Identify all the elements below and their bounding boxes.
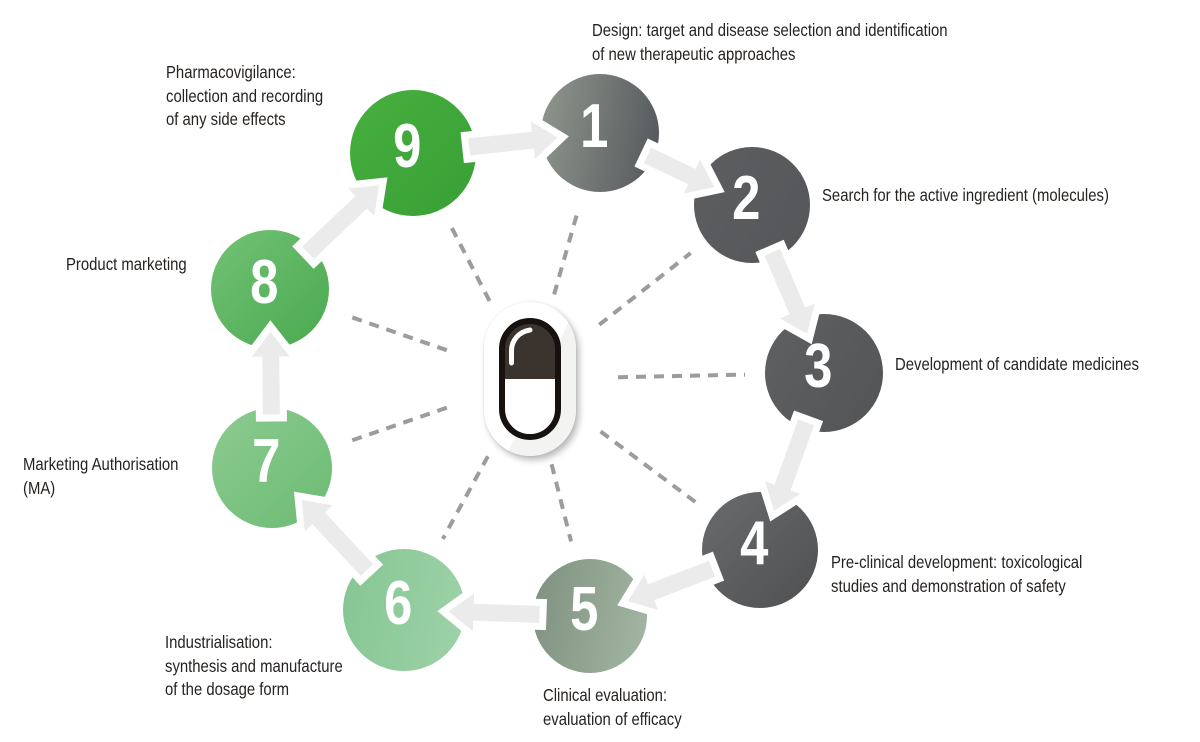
step-number-2: 2 [731,164,761,233]
pill-capsule-icon [499,318,561,440]
pill-icon [484,302,576,456]
step-circle-7: 7 [212,408,332,528]
step-circle-8: 8 [211,230,329,348]
step-label-3: Development of candidate medicines [895,354,1139,374]
step-circle-3: 3 [765,314,883,432]
step-label-2: Search for the active ingredient (molecu… [822,185,1109,205]
step-label-1: Design: target and disease selection and… [592,20,948,64]
step-number-6: 6 [383,569,413,638]
step-number-5: 5 [569,575,599,644]
step-label-6: Industrialisation: synthesis and manufac… [165,632,343,699]
step-label-8: Product marketing [66,254,187,274]
step-number-8: 8 [249,248,279,317]
step-circle-9: 9 [350,90,476,216]
step-circle-4: 4 [702,492,818,608]
step-circle-5: 5 [533,559,647,673]
step-number-1: 1 [579,92,609,161]
step-number-4: 4 [739,509,769,578]
step-circle-6: 6 [343,549,465,671]
step-circle-1: 1 [541,74,659,192]
step-label-7: Marketing Authorisation (MA) [23,454,179,498]
step-number-3: 3 [803,332,833,401]
step-label-5: Clinical evaluation: evaluation of effic… [543,685,682,729]
step-circle-2: 2 [694,147,810,263]
step-label-9: Pharmacovigilance: collection and record… [166,62,324,129]
step-label-4: Pre-clinical development: toxicological … [831,552,1083,596]
step-number-9: 9 [392,112,422,181]
step-number-7: 7 [251,427,281,496]
